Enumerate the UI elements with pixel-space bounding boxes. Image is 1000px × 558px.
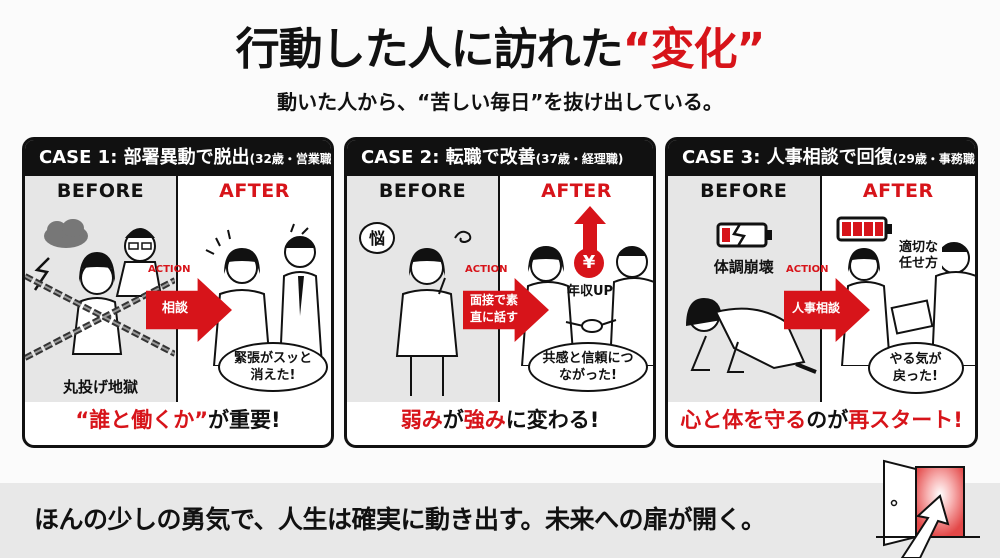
supportive-colleagues-illustration bbox=[840, 242, 975, 366]
conclusion-part: 心と体を守る bbox=[680, 408, 807, 432]
storm-cloud-icon bbox=[44, 219, 88, 248]
banner-text-part: ほんの少しの勇気 bbox=[34, 505, 231, 534]
case-meta: (37歳・経理職) bbox=[535, 152, 624, 166]
action-text: 人事相談 bbox=[791, 301, 840, 315]
after-note: 適切な任せ方 bbox=[895, 240, 942, 272]
page-subtitle: 動いた人から、“苦しい毎日”を抜け出している。 bbox=[277, 90, 723, 114]
conclusion-text: が重要! bbox=[208, 408, 281, 432]
after-speech-bubble: やる気が戻った! bbox=[867, 342, 964, 394]
chain-icon bbox=[25, 273, 175, 361]
conclusion-part: 弱み bbox=[400, 408, 443, 432]
action-tag: ACTION bbox=[465, 264, 508, 275]
action-tag: ACTION bbox=[786, 264, 829, 275]
case-conclusion: 心と体を守るのが再スタート! bbox=[668, 396, 975, 445]
action-arrow: ACTION 相談 bbox=[146, 264, 232, 342]
collapsed-worker-illustration bbox=[686, 298, 817, 374]
action-text: 相談 bbox=[161, 301, 188, 316]
after-panel: AFTER ¥ 年収UP 共感と信頼につながった! bbox=[500, 176, 653, 402]
case-title: CASE 3: 人事相談で回復 bbox=[682, 147, 893, 168]
after-label: AFTER bbox=[862, 180, 934, 202]
before-panel: BEFORE 悩 bbox=[347, 176, 500, 402]
banner-message: ほんの少しの勇気で、人生は確実に動き出す。未来への扉が開く。 bbox=[34, 500, 766, 538]
conclusion-highlight: “誰と働くか” bbox=[75, 408, 209, 432]
yen-badge: ¥ bbox=[574, 248, 604, 278]
action-text: 面接で素直に話す bbox=[469, 293, 518, 324]
action-arrow: ACTION 面接で素直に話す bbox=[463, 264, 549, 342]
before-label: BEFORE bbox=[700, 180, 788, 202]
case-meta: (29歳・事務職) bbox=[892, 152, 978, 166]
conclusion-part: のが bbox=[806, 408, 849, 432]
worried-worker-illustration bbox=[395, 248, 459, 396]
before-caption: 丸投げ地獄 bbox=[25, 376, 176, 397]
case-title: CASE 1: 部署異動で脱出 bbox=[39, 147, 250, 168]
stressed-worker-illustration bbox=[71, 228, 163, 355]
after-speech-bubble: 緊張がスッと消えた! bbox=[218, 342, 328, 392]
conclusion-part: に変わる! bbox=[505, 408, 600, 432]
open-door-arrow-icon bbox=[876, 459, 980, 558]
case-card-3: CASE 3: 人事相談で回復(29歳・事務職) BEFORE 体調崩壊 AFT… bbox=[665, 137, 978, 448]
case-heading: CASE 3: 人事相談で回復(29歳・事務職) bbox=[668, 140, 975, 176]
case-conclusion: 弱みが強みに変わる! bbox=[347, 396, 653, 445]
title-accent: “変化” bbox=[622, 24, 766, 75]
before-label: BEFORE bbox=[378, 180, 467, 202]
case-heading: CASE 1: 部署異動で脱出(32歳・営業職) bbox=[25, 140, 331, 176]
action-tag: ACTION bbox=[148, 264, 191, 275]
conclusion-part: が bbox=[442, 408, 464, 432]
banner-highlight-1: ほんの少しの勇気 bbox=[34, 500, 231, 538]
conclusion-part: 強み bbox=[463, 408, 506, 432]
before-caption: 体調崩壊 bbox=[713, 258, 774, 276]
swirl-icon bbox=[454, 230, 472, 244]
banner-text-part: で、人生は確実に動き出す。 bbox=[230, 505, 546, 534]
case-conclusion: “誰と働くか”が重要! bbox=[25, 396, 331, 445]
case-title: CASE 2: 転職で改善 bbox=[361, 147, 536, 168]
action-arrow: ACTION 人事相談 bbox=[784, 264, 870, 342]
before-label: BEFORE bbox=[56, 180, 145, 202]
conclusion-part: 再スタート! bbox=[848, 408, 963, 432]
page-title: 行動した人に訪れた“変化” bbox=[0, 22, 1000, 78]
after-speech-bubble: 共感と信頼につながった! bbox=[528, 342, 648, 392]
full-battery-icon bbox=[836, 216, 892, 242]
banner-text-part: 未来への扉が開く bbox=[545, 505, 742, 534]
yen-icon: ¥ bbox=[582, 252, 596, 273]
before-panel: BEFORE 体調崩壊 bbox=[668, 176, 822, 402]
worry-bubble: 悩 bbox=[359, 222, 395, 254]
salary-up-arrow-icon bbox=[574, 206, 606, 258]
after-label: AFTER bbox=[219, 180, 290, 202]
case-heading: CASE 2: 転職で改善(37歳・経理職) bbox=[347, 140, 653, 176]
broken-battery-icon bbox=[716, 222, 772, 248]
banner-text-part: 。 bbox=[741, 505, 766, 534]
before-panel: BEFORE 丸投げ地獄 bbox=[25, 176, 178, 402]
case-card-2: CASE 2: 転職で改善(37歳・経理職) BEFORE 悩 AFTER bbox=[344, 137, 656, 448]
after-panel: AFTER 緊張がスッと消えた! bbox=[178, 176, 331, 402]
case-meta: (32歳・営業職) bbox=[249, 152, 334, 166]
title-main: 行動した人に訪れた bbox=[235, 24, 624, 75]
banner-highlight-2: 未来への扉が開く bbox=[545, 500, 742, 538]
after-label: AFTER bbox=[541, 180, 612, 202]
salary-up-label: 年収UP bbox=[566, 284, 614, 299]
case-card-1: CASE 1: 部署異動で脱出(32歳・営業職) BEFORE bbox=[22, 137, 334, 448]
handshake-illustration bbox=[520, 246, 653, 366]
bottom-banner: ほんの少しの勇気で、人生は確実に動き出す。未来への扉が開く。 bbox=[0, 483, 1000, 558]
